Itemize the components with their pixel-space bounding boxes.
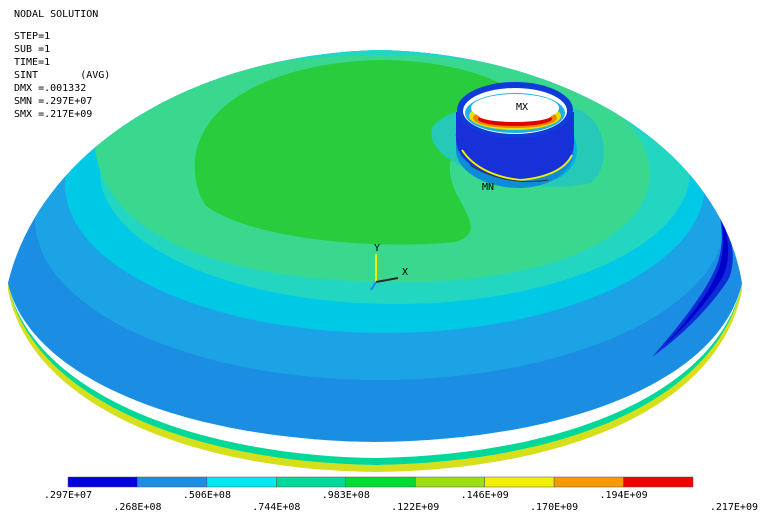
axis-triad: Y X — [370, 243, 408, 291]
max-marker: MX — [516, 102, 528, 113]
info-smx: SMX =.217E+09 — [14, 109, 93, 120]
axis-label-y: Y — [374, 243, 380, 254]
plot-title: NODAL SOLUTION — [14, 9, 99, 20]
info-time: TIME=1 — [14, 57, 51, 68]
dome-surface — [8, 50, 742, 442]
solution-info-panel: NODAL SOLUTION STEP=1 SUB =1 TIME=1 SINT… — [14, 8, 110, 121]
info-result-item: SINT (AVG) — [14, 70, 111, 81]
info-dmx: DMX =.001332 — [14, 83, 87, 94]
nozzle-cylinder — [456, 82, 574, 188]
info-smn: SMN =.297E+07 — [14, 96, 93, 107]
info-substep: SUB =1 — [14, 44, 51, 55]
min-marker: MN — [482, 182, 494, 193]
axis-label-x: X — [402, 267, 408, 278]
info-step: STEP=1 — [14, 31, 51, 42]
